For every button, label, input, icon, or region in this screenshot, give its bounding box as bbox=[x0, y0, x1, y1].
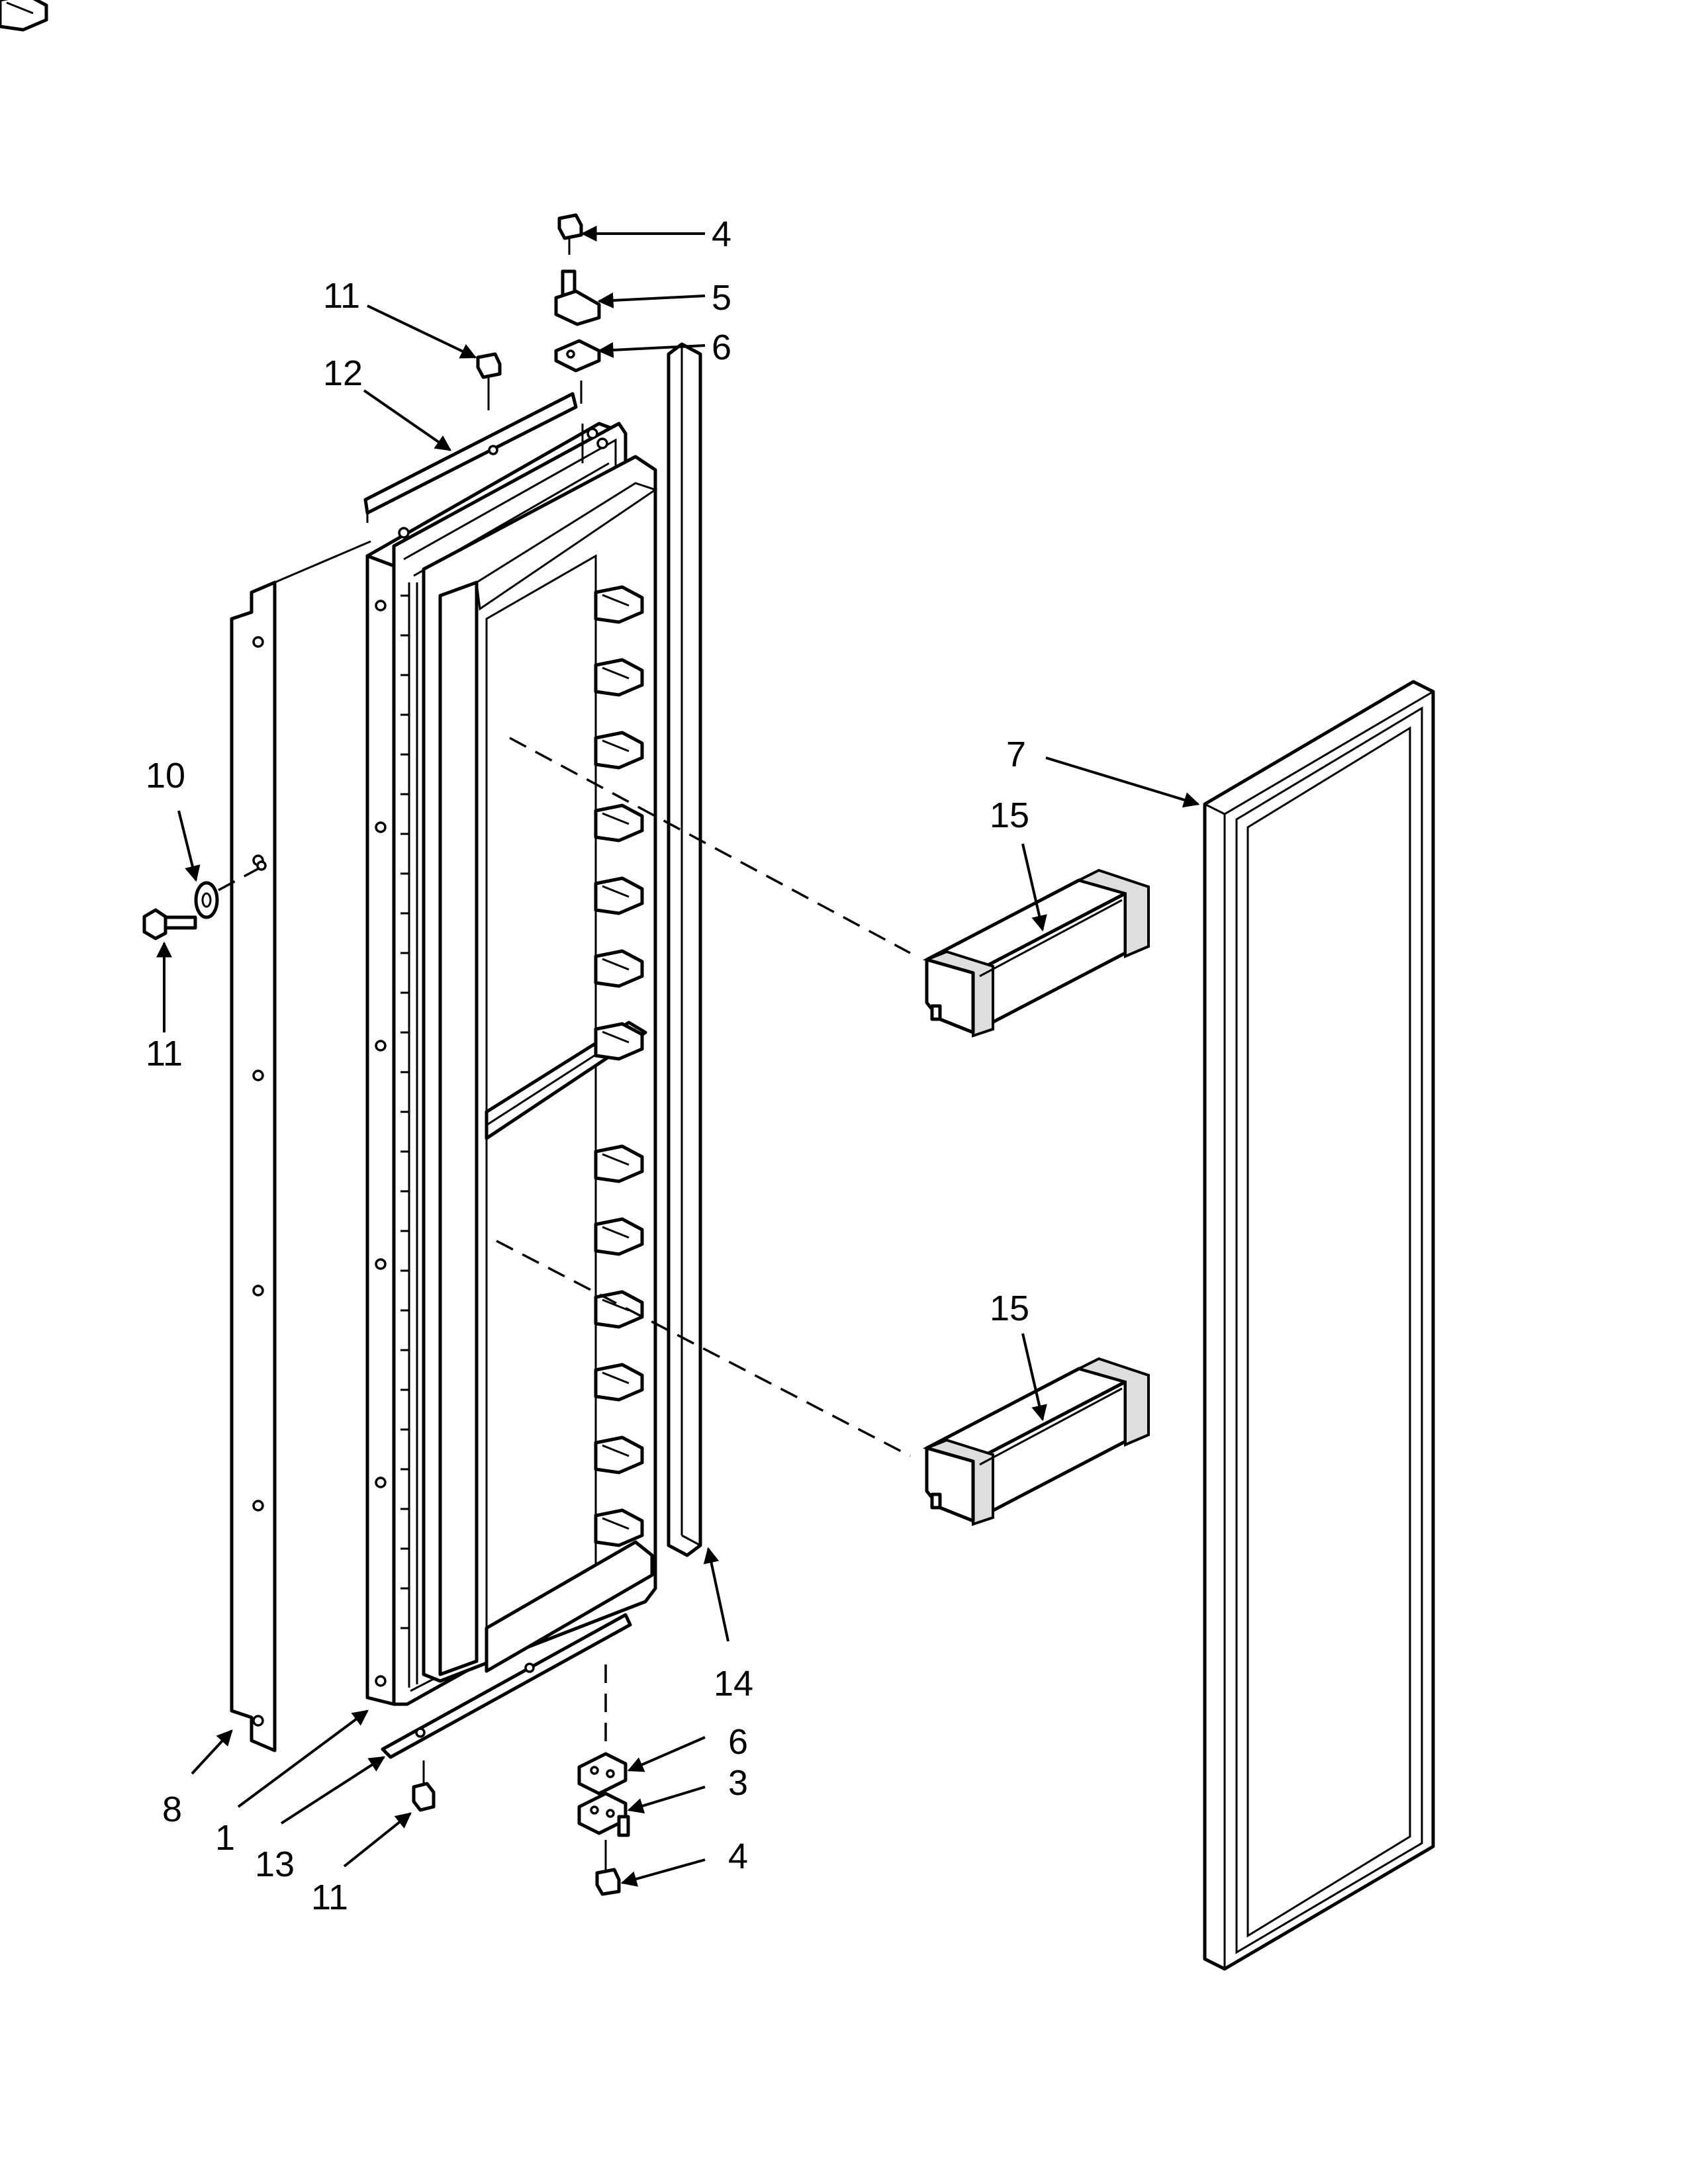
part-15-door-bin-lower bbox=[927, 1359, 1149, 1524]
callout-6-top: 6 bbox=[712, 328, 731, 367]
top-hinge-hardware bbox=[476, 213, 601, 463]
callout-3: 3 bbox=[728, 1763, 748, 1803]
callout-4-bottom: 4 bbox=[728, 1837, 748, 1876]
part-14-trim-strip bbox=[667, 342, 702, 1557]
door-shelf-clips bbox=[0, 0, 642, 1545]
callout-labels: 4 5 6 11 12 10 11 7 15 15 14 6 3 4 8 1 1… bbox=[146, 214, 1029, 1917]
callout-5: 5 bbox=[712, 278, 731, 318]
callout-15-upper: 15 bbox=[990, 796, 1029, 835]
callout-8: 8 bbox=[162, 1790, 182, 1829]
callout-7: 7 bbox=[1006, 735, 1026, 774]
assembly-line-upper-bin bbox=[509, 737, 911, 954]
callout-10: 10 bbox=[146, 756, 185, 796]
part-8-side-strip bbox=[230, 540, 371, 1752]
part-1-door-assembly bbox=[365, 422, 658, 1706]
callout-4-top: 4 bbox=[712, 214, 731, 254]
assembly-line-lower-bin bbox=[496, 1240, 911, 1457]
callout-11-top: 11 bbox=[323, 276, 360, 316]
callout-1: 1 bbox=[215, 1818, 235, 1858]
bottom-hinge-hardware bbox=[412, 1664, 630, 1896]
leader-lines bbox=[156, 226, 1200, 1887]
callout-6-bottom: 6 bbox=[728, 1722, 748, 1762]
callout-15-lower: 15 bbox=[990, 1289, 1029, 1328]
part-13-bottom-strip bbox=[381, 1613, 632, 1759]
callout-11-bottom: 11 bbox=[311, 1878, 348, 1917]
left-hardware bbox=[142, 860, 267, 940]
part-7-door-gasket bbox=[1203, 680, 1435, 1971]
part-15-door-bin bbox=[922, 868, 1150, 1038]
callout-11-left: 11 bbox=[146, 1034, 183, 1073]
callout-12: 12 bbox=[323, 353, 363, 393]
callout-13: 13 bbox=[255, 1844, 295, 1884]
part-12-top-strip bbox=[363, 392, 578, 523]
callout-14: 14 bbox=[714, 1664, 753, 1704]
